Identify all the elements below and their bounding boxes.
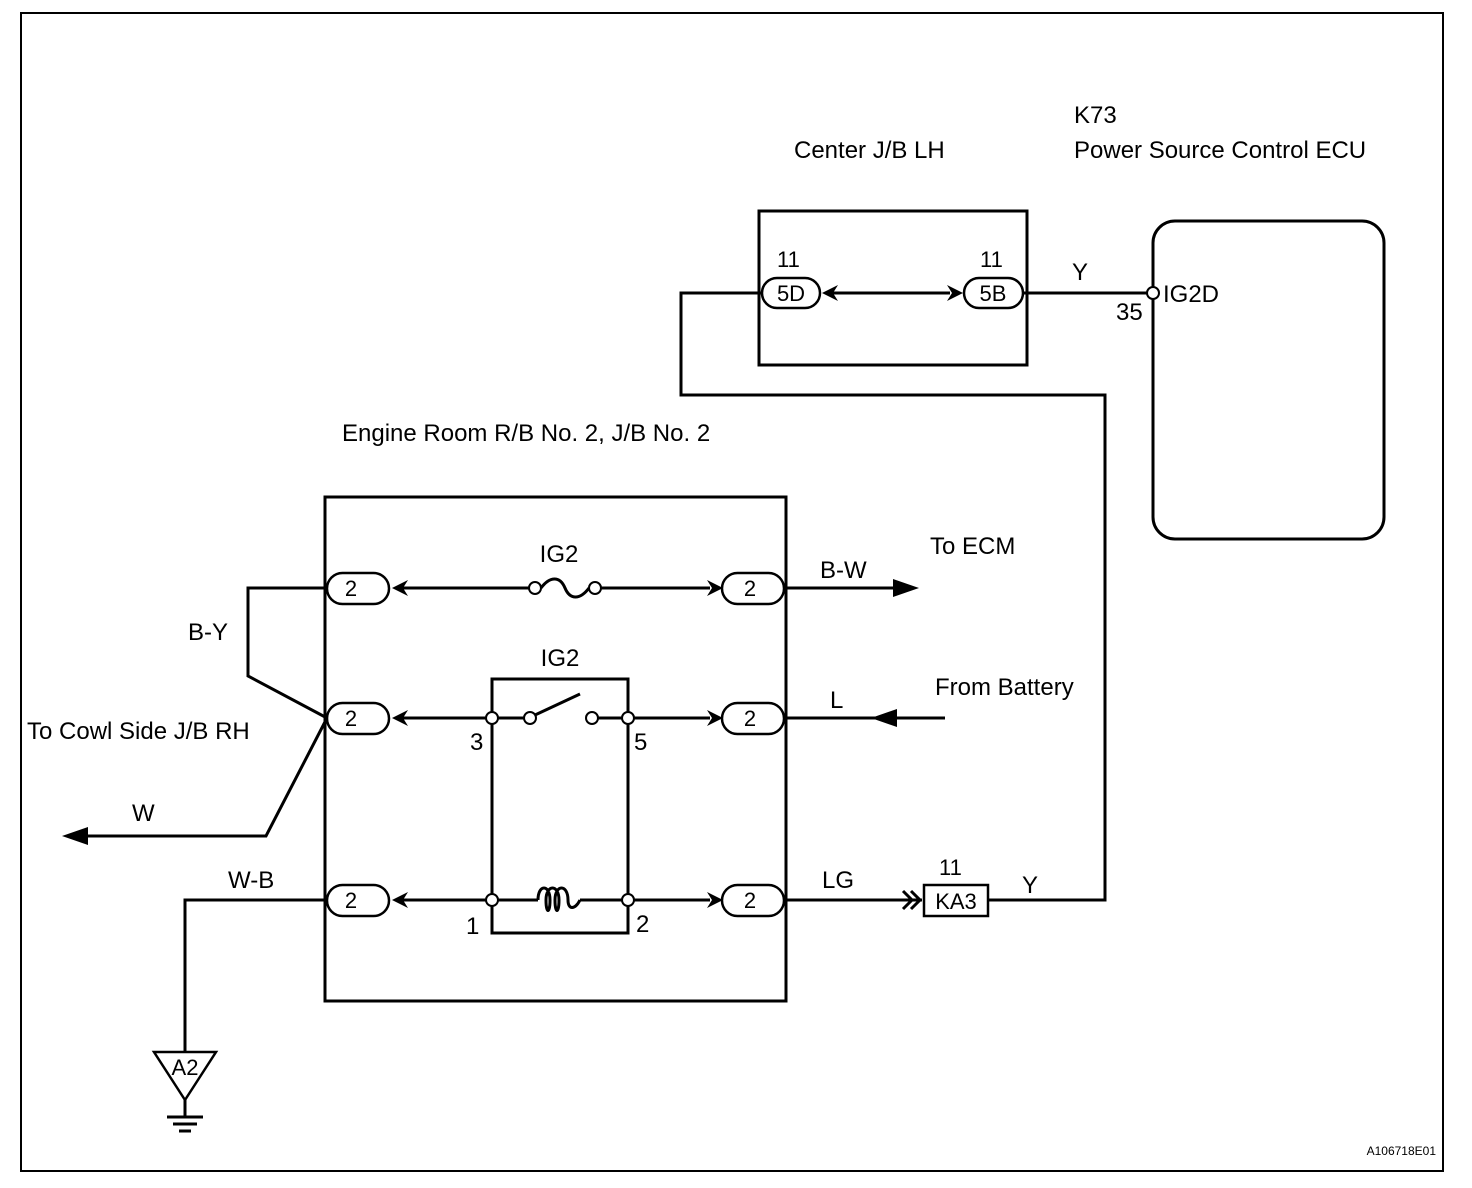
rb-right-tip-1 [707,580,723,596]
center-jb-box [757,209,1029,367]
ground-code: A2 [172,1055,199,1080]
rb-right-tip-3 [707,892,723,908]
from-battery-label: From Battery [935,674,1074,701]
wire-b-w: B-W [820,557,867,584]
ka3-pin: 11 [939,855,962,880]
ka3-code: KA3 [935,889,977,914]
fuse-symbol [539,577,591,599]
fuse-terminal-right [588,581,602,595]
to-cowl-arrow [62,827,88,845]
rb-right-pin-1: 2 [744,576,756,601]
relay-coil [536,886,582,912]
ecu-box [1151,219,1386,541]
from-battery-arrow [871,709,897,727]
jb-5d-code: 5D [777,281,805,306]
rb-left-connector-2 [325,701,391,736]
relay-box [490,677,630,935]
relay-pin5-label: 5 [634,729,647,756]
wire-y-top: Y [1072,259,1088,286]
ecu-terminal-label: IG2D [1163,281,1219,308]
fuse-terminal-left [528,581,542,595]
relay-pin1-label: 1 [466,913,479,940]
relay-pin3-terminal [485,711,499,725]
rb-right-tip-2 [707,710,723,726]
jb-5b-code: 5B [980,281,1007,306]
rb-left-pin-3: 2 [345,888,357,913]
center-jb-title: Center J/B LH [794,137,945,164]
to-ecm-label: To ECM [930,533,1015,560]
wire-l: L [830,687,843,714]
ecu-name: Power Source Control ECU [1074,137,1366,164]
rb-left-pin-2: 2 [345,706,357,731]
relay-pin1-terminal [485,893,499,907]
fuse-label: IG2 [540,541,579,568]
wire-w: W [132,800,155,827]
to-cowl-label: To Cowl Side J/B RH [27,718,250,745]
engine-room-title: Engine Room R/B No. 2, J/B No. 2 [342,420,710,447]
ecu-terminal [1146,286,1160,300]
relay-pin5-terminal [621,711,635,725]
wire-lg: LG [822,867,854,894]
diagram-frame [20,12,1444,1172]
ground-point-symbol [151,1050,219,1103]
relay-pin2-label: 2 [636,911,649,938]
wire-w-b: W-B [228,867,274,894]
wire-b-y: B-Y [188,619,228,646]
to-ecm-arrow [893,579,919,597]
rb-left-pin-1: 2 [345,576,357,601]
jb-5b-terminal-tip [947,285,963,301]
figure-id: A106718E01 [1367,1144,1437,1158]
relay-label: IG2 [541,645,580,672]
jb-5b-pin: 11 [980,247,1003,272]
rb-right-pin-2: 2 [744,706,756,731]
switch-contact-left [523,711,537,725]
wire-y-bottom: Y [1022,872,1038,899]
jb-5d-pin: 11 [777,247,800,272]
ka3-connector [922,883,990,918]
switch-contact-right [585,711,599,725]
switch-blade [534,692,581,717]
rb-left-connector-3 [325,883,391,918]
engine-room-box [323,495,788,1003]
rb-left-connector-1 [325,571,391,606]
ecu-code: K73 [1074,102,1117,129]
rb-right-pin-3: 2 [744,888,756,913]
ecu-pin-label: 35 [1116,299,1143,326]
relay-pin2-terminal [621,893,635,907]
relay-pin3-label: 3 [470,729,483,756]
